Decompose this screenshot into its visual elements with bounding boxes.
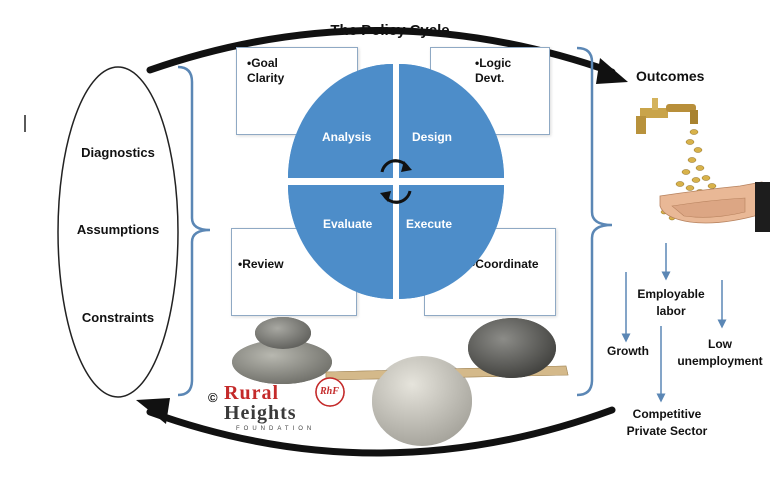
card-goal-clarity-label: •Goal Clarity (247, 56, 285, 85)
quadrant-design-label: Design (412, 130, 453, 144)
faucet-coins-hands-icon (636, 98, 770, 232)
cycle-arrow-bottom (136, 398, 616, 457)
left-item-diagnostics: Diagnostics (81, 145, 155, 160)
left-bracket (177, 65, 211, 397)
left-ellipse (57, 66, 179, 398)
outcome-competitive-private-sector: Competitive Private Sector (626, 407, 708, 438)
outcome-employable-labor: Employable labor (637, 287, 705, 318)
logo-copyright: © (208, 390, 218, 405)
outcome-low-unemployment: Low unemployment (677, 337, 763, 368)
logo-monogram: RhF (320, 386, 339, 397)
card-coordinate-label: •Coordinate (471, 257, 539, 271)
outcomes-title: Outcomes (636, 68, 705, 84)
outcome-arrows (621, 243, 727, 403)
quadrant-evaluate-label: Evaluate (323, 217, 373, 231)
card-logic-devt-label: •Logic Devt. (475, 56, 512, 85)
quadrant-execute-label: Execute (406, 217, 453, 231)
left-item-assumptions: Assumptions (76, 222, 160, 237)
logo-word-heights: Heights (224, 402, 297, 424)
right-bracket (576, 46, 613, 397)
page-title: The Policy Cycle (330, 22, 450, 39)
card-review-label: •Review (238, 257, 284, 271)
logo-word-rural: Rural (224, 382, 279, 404)
logo-tagline: FOUNDATION (236, 426, 316, 432)
quadrant-analysis-label: Analysis (322, 130, 372, 144)
outcome-growth: Growth (607, 344, 649, 358)
left-item-constraints: Constraints (81, 310, 155, 325)
